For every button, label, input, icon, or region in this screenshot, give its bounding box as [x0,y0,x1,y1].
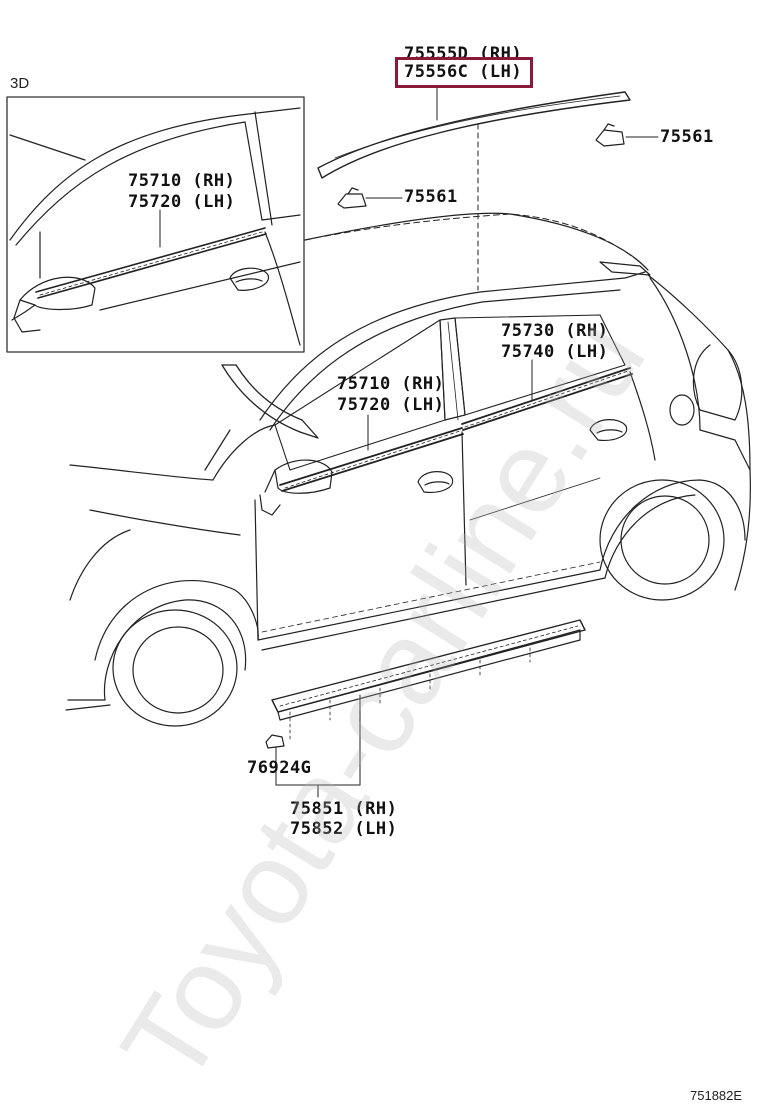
part-label-rear-door-rh: 75730 (RH) [501,321,609,341]
inset-arrow [221,364,319,439]
part-label-front-door-lh: 75720 (LH) [337,395,445,415]
part-label-clip-rear: 75561 [660,127,714,147]
part-label-rocker-clip: 76924G [247,758,312,778]
inset-view [6,96,305,353]
part-label-rocker-rh: 75851 (RH) [290,799,398,819]
part-label-clip-front: 75561 [404,187,458,207]
inset-part-label-rh: 75710 (RH) [128,171,236,191]
car-body [65,212,751,727]
selected-part-highlight [395,57,533,88]
part-label-rocker-lh: 75852 (LH) [290,819,398,839]
inset-title: 3D [10,75,30,92]
roof-moulding [317,84,659,291]
part-label-roof-lh: 75556C (LH) [404,62,523,82]
figure-code: 751882E [690,1088,743,1103]
inset-part-label-lh: 75720 (LH) [128,192,236,212]
rocker-moulding [265,359,586,798]
part-label-front-door-rh: 75710 (RH) [337,374,445,394]
part-label-rear-door-lh: 75740 (LH) [501,342,609,362]
